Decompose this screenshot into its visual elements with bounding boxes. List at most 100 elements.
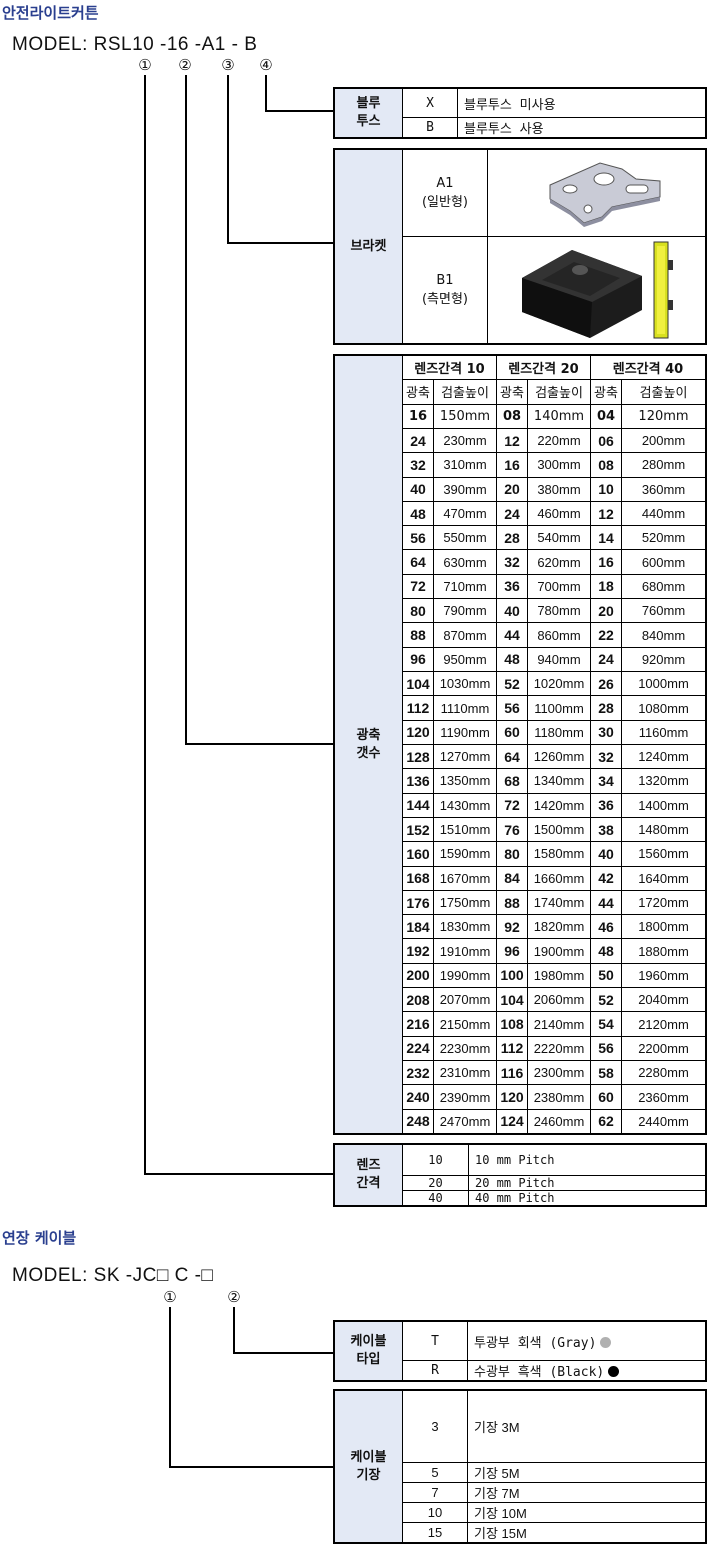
axis-count-cell: 64 <box>403 549 434 575</box>
detection-height-cell: 760mm <box>621 598 705 624</box>
axis-count-cell: 40 <box>403 476 434 502</box>
detection-height-cell: 2040mm <box>621 987 705 1013</box>
marker-3: ③ <box>221 56 235 74</box>
detection-height-cell: 870mm <box>433 622 497 648</box>
bluetooth-code: B <box>403 117 458 137</box>
detection-height-cell: 1910mm <box>433 938 497 964</box>
bracket-header: 브라켓 <box>335 150 403 343</box>
axis-count-cell: 48 <box>403 500 434 527</box>
axis-count-cell: 108 <box>496 1011 528 1037</box>
detection-height-cell: 2220mm <box>527 1035 591 1062</box>
detection-height-cell: 1320mm <box>621 768 705 794</box>
axis-count-cell: 18 <box>590 573 622 600</box>
length-code: 7 <box>403 1482 468 1503</box>
axis-count-cell: 58 <box>590 1060 622 1086</box>
bracket-option-box: 브라켓 A1 (일반형) B1 (측면형) <box>333 148 707 345</box>
marker-2: ② <box>178 56 192 74</box>
detection-height-cell: 1030mm <box>433 671 497 697</box>
axis-count-cell: 72 <box>403 573 434 600</box>
detection-height-cell: 1180mm <box>527 719 591 745</box>
axis-count-cell: 28 <box>590 695 622 721</box>
section-title-extension-cable: 연장 케이블 <box>2 1229 77 1247</box>
axis-count-cell: 16 <box>496 452 528 478</box>
connector-cable-2-vertical <box>233 1307 235 1353</box>
axis-count-cell: 20 <box>590 598 622 624</box>
axis-count-cell: 16 <box>590 549 622 575</box>
axis-count-cell: 68 <box>496 768 528 794</box>
length-desc: 기장 5M <box>467 1462 705 1483</box>
axis-count-cell: 136 <box>403 768 434 794</box>
axis-count-cell: 232 <box>403 1060 434 1086</box>
pitch-header: 렌즈간격 10 <box>403 356 497 381</box>
detection-height-cell: 2310mm <box>433 1060 497 1086</box>
detection-height-cell: 1560mm <box>621 841 705 867</box>
section-title-light-curtain: 안전라이트커튼 <box>2 4 99 22</box>
detection-height-cell: 1340mm <box>527 768 591 794</box>
axis-count-cell: 34 <box>590 768 622 794</box>
detection-height-cell: 950mm <box>433 646 497 673</box>
detection-height-cell: 550mm <box>433 525 497 551</box>
detection-height-cell: 2390mm <box>433 1084 497 1110</box>
column-header: 검출높이 <box>621 379 705 405</box>
detection-height-cell: 2360mm <box>621 1084 705 1110</box>
column-header: 광축 <box>496 379 528 405</box>
connector-4-vertical <box>265 75 267 111</box>
axis-count-cell: 144 <box>403 792 434 818</box>
detection-height-cell: 680mm <box>621 573 705 600</box>
axis-count-cell: 216 <box>403 1011 434 1037</box>
axis-count-cell: 96 <box>496 938 528 964</box>
cable-length-header: 케이블 기장 <box>335 1391 403 1542</box>
detection-height-cell: 310mm <box>433 452 497 478</box>
axis-count-cell: 88 <box>403 622 434 648</box>
detection-height-cell: 540mm <box>527 525 591 551</box>
marker-1: ① <box>138 56 152 74</box>
detection-height-cell: 2460mm <box>527 1108 591 1133</box>
detection-height-cell: 1270mm <box>433 743 497 770</box>
detection-height-cell: 1580mm <box>527 841 591 867</box>
pitch-header: 렌즈간격 20 <box>496 356 591 381</box>
model-prefix: MODEL: <box>12 1265 88 1286</box>
detection-height-cell: 790mm <box>433 598 497 624</box>
axis-count-cell: 248 <box>403 1108 434 1133</box>
detection-height-cell: 2070mm <box>433 987 497 1013</box>
axis-count-cell: 52 <box>496 671 528 697</box>
axis-count-cell: 12 <box>496 427 528 454</box>
axis-count-cell: 60 <box>496 719 528 745</box>
lens-pitch-header: 렌즈 간격 <box>335 1145 403 1205</box>
detection-height-cell: 1480mm <box>621 816 705 843</box>
bracket-code: A1 <box>436 176 454 191</box>
detection-height-cell: 1800mm <box>621 914 705 940</box>
connector-1-vertical <box>144 75 146 1174</box>
detection-height-cell: 2120mm <box>621 1011 705 1037</box>
column-header: 광축 <box>403 379 434 405</box>
axis-count-cell: 56 <box>496 695 528 721</box>
axis-count-cell: 62 <box>590 1108 622 1133</box>
axis-count-cell: 124 <box>496 1108 528 1133</box>
length-desc: 기장 15M <box>467 1522 705 1542</box>
axis-count-cell: 26 <box>590 671 622 697</box>
detection-height-cell: 440mm <box>621 500 705 527</box>
connector-4-horizontal <box>265 110 333 112</box>
connector-cable-1-vertical <box>169 1307 171 1467</box>
axis-count-cell: 112 <box>403 695 434 721</box>
marker-4: ④ <box>259 56 273 74</box>
detection-height-cell: 1080mm <box>621 695 705 721</box>
axis-count-cell: 240 <box>403 1084 434 1110</box>
axis-count-table: 렌즈간격 10 렌즈간격 20 렌즈간격 40 광축 검출높이 광축 검출높이 … <box>403 356 705 1133</box>
